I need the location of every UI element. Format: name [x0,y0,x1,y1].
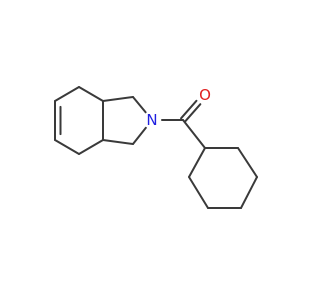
bond-c_carbonyl-chx_c1 [182,119,206,149]
bond-ch2_lower-c_ring_bottom [102,139,134,145]
bond-c_ring_ul-c_alkene_1 [54,86,80,102]
bond-ch2_upper-n_amide [132,96,147,114]
bond-c_ring_top-c_ring_ul [78,86,104,102]
bond-chx_c3-chx_c4 [240,176,258,209]
bond-c_ring_ll-c_ring_bottom [78,139,104,155]
structure-diagram: NO [54,86,258,209]
bond-c_alkene_2-c_ring_ll [54,139,80,155]
oxygen-atom-label: O [199,86,211,104]
atom-label-layer: NO [146,86,211,129]
bond-layer [54,86,258,209]
bond-n_amide-ch2_lower [132,126,147,145]
bond-chx_c5-chx_c6 [188,176,209,209]
nitrogen-atom-label: N [146,111,157,129]
bond-c_carbonyl-o_carbonyl-b [180,99,198,120]
bond-c_ring_top-ch2_upper [102,96,134,102]
bond-chx_c6-chx_c1 [188,147,206,178]
bond-c_carbonyl-o_carbonyl-a [183,103,202,123]
bond-chx_c2-chx_c3 [237,147,258,178]
